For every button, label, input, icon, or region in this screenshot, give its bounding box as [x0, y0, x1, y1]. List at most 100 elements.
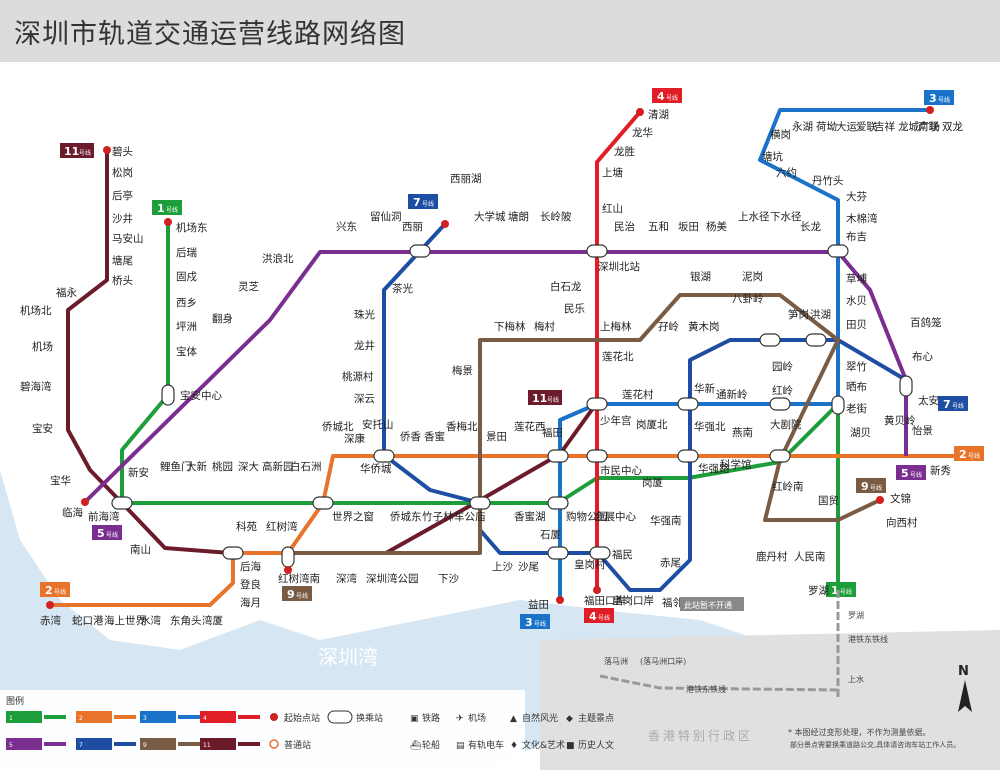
station-label: 香蜜 — [424, 430, 445, 443]
station-labels: 碧头 松岗 后亭 沙井 马安山 塘尾 桥头 福永 机场北 机场 碧海湾 宝安 机… — [20, 108, 963, 627]
station-label: 世界之窗 — [332, 510, 374, 523]
header-bar: 深圳市轨道交通运营线路网络图 — [0, 0, 1000, 62]
station-label: 大芬 — [846, 190, 867, 203]
station-label: 通新岭 — [716, 388, 748, 401]
svg-text:号线: 号线 — [666, 94, 678, 102]
station-label: 上沙 — [492, 561, 513, 573]
station-label: 下梅林 — [494, 320, 526, 333]
station-label: 泥岗 — [742, 270, 763, 283]
svg-text:11: 11 — [203, 742, 211, 749]
station-label: 海月 — [240, 596, 261, 609]
station-label: 塘尾 — [112, 254, 133, 267]
station-label: 茶光 — [392, 282, 413, 295]
station-label: 益田 — [528, 598, 549, 611]
svg-text:1: 1 — [831, 584, 839, 597]
station-label: 宝体 — [176, 345, 197, 358]
station-label: 沙井 — [112, 212, 133, 225]
station-label: 华新 — [694, 382, 715, 395]
station-label: 塘朗 — [508, 210, 529, 223]
station-label: 安托山 — [362, 418, 394, 431]
station-label: 留仙洞 — [370, 210, 402, 223]
svg-text:号线: 号线 — [422, 200, 434, 208]
station-label: 下沙 — [438, 573, 459, 585]
station-label: 银湖 — [690, 270, 711, 283]
tram-icon: ▤ — [456, 741, 465, 751]
station-label: 爱联 — [856, 120, 877, 133]
svg-text:号线: 号线 — [598, 614, 610, 622]
station-label: 兴东 — [336, 220, 357, 233]
line-badge-4-top: 4 号线 — [652, 88, 682, 103]
station-label: 红树湾 — [266, 520, 298, 533]
station-label: 南山 — [130, 543, 151, 556]
station-label: 竹子林 — [422, 510, 454, 523]
svg-text:4: 4 — [589, 610, 597, 623]
station-label: 松岗 — [112, 166, 133, 179]
svg-text:1: 1 — [157, 202, 165, 215]
station-label: 海上世界 — [104, 614, 146, 627]
station-label: 坂田 — [678, 221, 699, 233]
line-badge-7-top: 7 号线 — [408, 194, 438, 209]
station-label: 鹿丹村 — [756, 550, 788, 563]
station-label: 石厦 — [540, 529, 561, 541]
station-label: 湖贝 — [850, 427, 871, 439]
station-label: 西丽湖 — [450, 173, 482, 185]
station-label: 长龙 — [800, 220, 821, 233]
station-label: 侨香 — [400, 431, 421, 443]
station-label: 晒布 — [846, 381, 867, 393]
station-label: 大运 — [836, 120, 857, 133]
line-badge-11-top: 11 号线 — [60, 143, 94, 158]
station-label: 香蜜湖 — [514, 510, 546, 523]
station-label: 文锦 — [890, 492, 911, 505]
station-label: 下水径 — [770, 210, 802, 223]
station-label: 人民南 — [794, 550, 826, 563]
station-label: 西丽 — [402, 221, 423, 233]
svg-text:文化&艺术: 文化&艺术 — [522, 739, 565, 751]
svg-text:3: 3 — [525, 616, 533, 629]
svg-text:落马洲: 落马洲 — [604, 656, 628, 666]
metro-map: 深圳湾 香港特别行政区 — [0, 88, 1000, 770]
station-label: 洪浪北 — [262, 252, 294, 265]
station-label: 塘坑 — [762, 150, 783, 163]
svg-text:号线: 号线 — [910, 471, 922, 479]
station-label: 双龙 — [942, 120, 963, 133]
station-label: 华强南 — [650, 514, 682, 527]
svg-text:5: 5 — [9, 742, 13, 749]
line-7-track — [382, 222, 908, 592]
line-badge-4-bottom: 4 号线 — [584, 608, 614, 623]
landscape-icon: ▲ — [510, 714, 517, 724]
station-label: 燕南 — [732, 426, 753, 439]
station-label: 湾厦 — [202, 614, 223, 627]
page-title: 深圳市轨道交通运营线路网络图 — [14, 19, 406, 50]
station-label: 后海 — [240, 560, 261, 573]
station-label: 洪湖 — [810, 309, 831, 321]
svg-text:普通站: 普通站 — [284, 739, 311, 751]
station-label: 八卦岭 — [732, 292, 764, 305]
svg-text:2: 2 — [45, 584, 53, 597]
svg-text:港铁东铁线: 港铁东铁线 — [686, 684, 726, 694]
station-label: 机场 — [32, 340, 53, 353]
station-label: 丹竹头 — [812, 174, 844, 187]
svg-text:9: 9 — [143, 742, 147, 749]
water-label: 深圳湾 — [318, 645, 378, 669]
svg-text:号线: 号线 — [534, 620, 546, 628]
station-label: 会展中心 — [594, 510, 636, 523]
station-label: 香梅北 — [446, 420, 478, 433]
svg-text:N: N — [958, 664, 969, 679]
station-label: 大剧院 — [770, 418, 802, 431]
station-label: 华强路 — [698, 462, 730, 475]
station-label: 白石龙 — [550, 280, 582, 293]
closed-note: 此站暂不开通 — [680, 597, 744, 611]
line-badge-1-top: 1 号线 — [152, 200, 182, 215]
legend-panel: 图例 1 2 3 4 5 7 9 11 起 — [0, 690, 614, 770]
station-label: 上梅林 — [600, 320, 632, 333]
rail-icon: ▣ — [410, 714, 419, 724]
station-label: 南联 — [918, 120, 939, 133]
svg-text:11: 11 — [532, 392, 547, 405]
station-label: 红岭南 — [772, 480, 804, 493]
station-label: 高新园 — [262, 460, 294, 473]
station-label: 鲤鱼门 — [160, 460, 192, 473]
station-label: 珠光 — [354, 308, 375, 321]
station-label: 太安 — [918, 394, 939, 407]
svg-text:号线: 号线 — [166, 206, 178, 214]
station-label: 白石洲 — [290, 460, 322, 473]
